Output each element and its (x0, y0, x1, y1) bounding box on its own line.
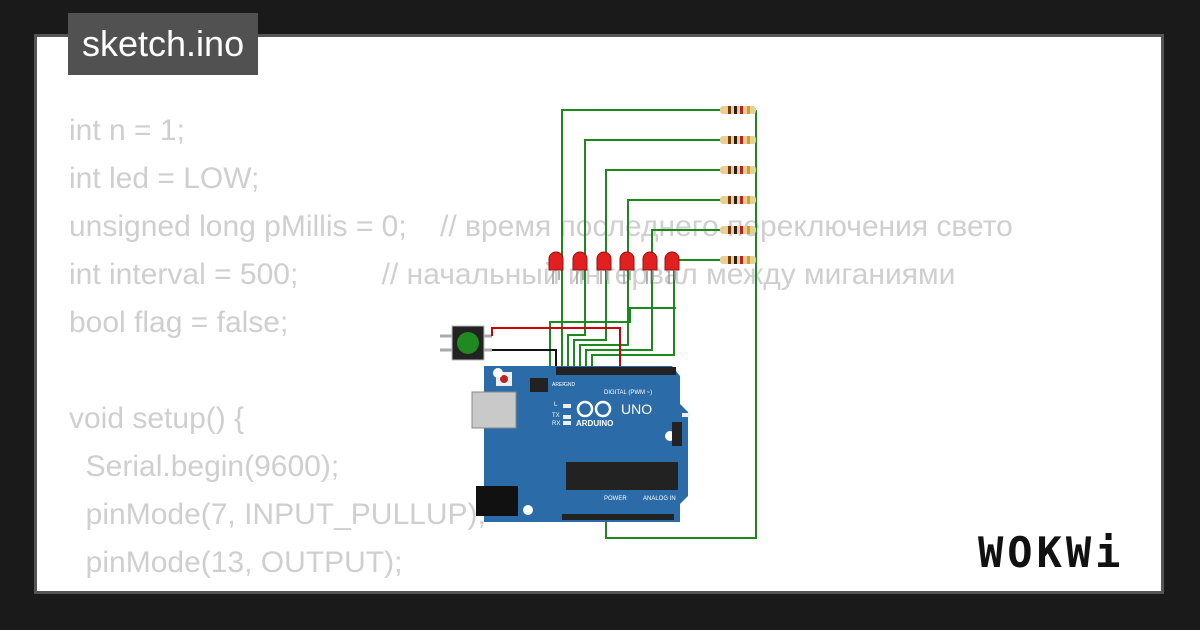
wokwi-logo: WOKWi (978, 528, 1125, 577)
file-tab-label: sketch.ino (82, 23, 245, 64)
resistor (720, 106, 756, 114)
digital-header (556, 367, 676, 375)
wire-pin11 (573, 169, 720, 370)
analog-label: ANALOG IN (643, 496, 676, 502)
wire-pin13 (561, 109, 720, 370)
code-line: unsigned long pMillis = 0; // время посл… (69, 210, 1013, 243)
code-line: int n = 1; (69, 114, 185, 147)
chip-icon (566, 462, 678, 490)
board-name: UNO (621, 401, 652, 417)
reset-button-icon (500, 375, 508, 383)
arduino-infinity-icon (576, 400, 612, 418)
resistor (720, 136, 756, 144)
power-label: POWER (604, 496, 627, 502)
wire-pin10 (579, 199, 720, 370)
resistors (720, 106, 756, 264)
code-line: void setup() { (69, 402, 245, 435)
led-icon (596, 251, 612, 284)
usb-port (471, 391, 517, 429)
green-wires (549, 109, 757, 539)
rx-label: RX (552, 421, 560, 427)
led-icon (642, 251, 658, 284)
led-icon (619, 251, 635, 284)
code-line: pinMode(13, OUTPUT); (69, 546, 403, 579)
led-icon (548, 251, 564, 284)
code-line: pinMode(7, INPUT_PULLUP); (69, 498, 486, 531)
wire-button-black (492, 349, 557, 370)
led-icon (664, 251, 680, 284)
button-cap-icon (457, 332, 479, 354)
resistor (720, 256, 756, 264)
arduino-uno-board: UNO ARDUINO DIGITAL (PWM ~) POWER ANALOG… (471, 366, 701, 522)
file-tab[interactable]: sketch.ino (68, 13, 259, 75)
board-maker: ARDUINO (576, 419, 613, 428)
aref-label: AREF (552, 382, 565, 388)
resistor (720, 226, 756, 234)
leds (548, 251, 680, 284)
digital-label: DIGITAL (PWM ~) (604, 390, 652, 396)
wire-button-red (491, 327, 621, 370)
wire-led-gnd (549, 307, 676, 370)
code-line: Serial.begin(9600); (69, 450, 340, 483)
l-label: L (554, 402, 558, 408)
wire-pin12 (567, 139, 720, 370)
on-label: ON (692, 413, 701, 419)
code-line: int led = LOW; (69, 162, 260, 195)
led-icon (572, 251, 588, 284)
resistor (720, 196, 756, 204)
resistor (720, 166, 756, 174)
wire-pin8 (591, 259, 720, 370)
power-header (562, 514, 674, 520)
power-jack (476, 486, 518, 516)
tx-label: TX (552, 413, 560, 419)
wire-pin9 (585, 229, 720, 370)
code-preview: int n = 1; int led = LOW; unsigned long pM… (69, 107, 1013, 591)
wire-gnd-bus (605, 110, 757, 539)
push-button (440, 325, 492, 361)
code-line: bool flag = false; (69, 306, 289, 339)
gnd-label: GND (564, 382, 576, 388)
